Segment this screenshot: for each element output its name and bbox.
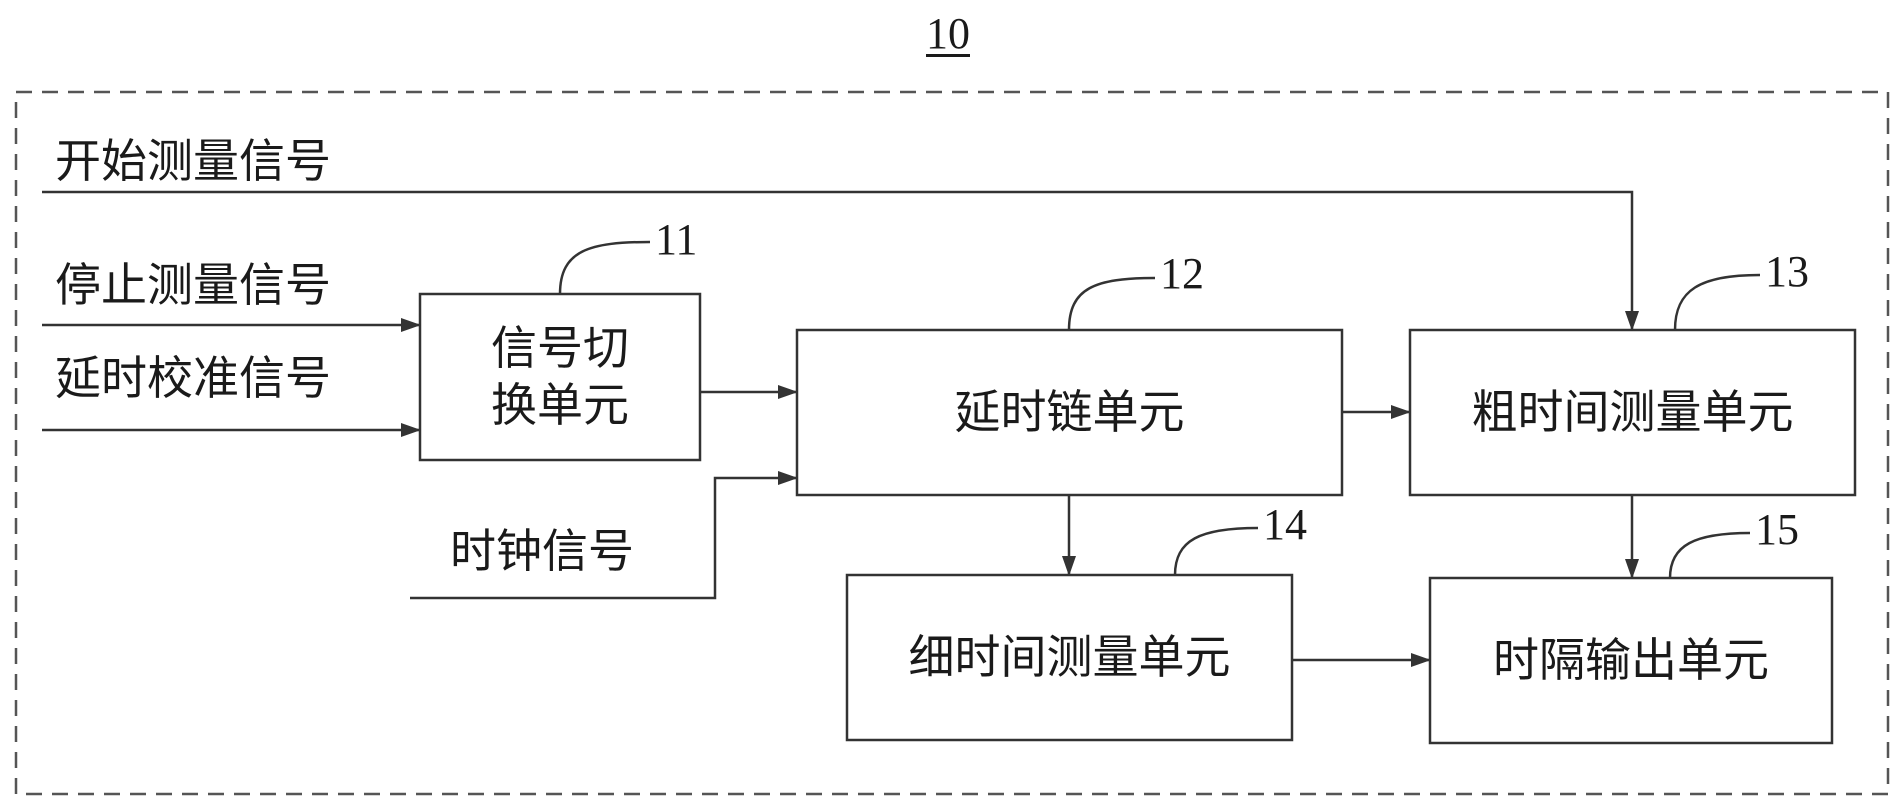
figure-number: 10 (926, 9, 970, 58)
clock-signal-label: 时钟信号 (450, 524, 634, 578)
interval-output-label: 时隔输出单元 (1493, 632, 1769, 687)
delay-chain-label-box: 延时链单元 (797, 330, 1342, 495)
interval-output-label-box: 时隔输出单元 (1430, 578, 1832, 743)
ref-leader-13 (1673, 273, 1761, 331)
ref-leader-11 (558, 240, 651, 295)
start-signal-line (42, 190, 1639, 331)
system-boundary (14, 90, 1890, 796)
coarse-time-label: 粗时间测量单元 (1471, 384, 1794, 439)
signal-switch-label: 信号切换单元 (491, 320, 629, 433)
fine-time-block (845, 573, 1294, 742)
ref-leader-15 (1668, 531, 1751, 579)
delay-chain-label: 延时链单元 (954, 384, 1185, 439)
signal-switch-label-box: 信号切换单元 (420, 294, 700, 460)
ref-number-15: 15 (1755, 505, 1799, 554)
ref-number-11: 11 (655, 215, 698, 264)
clock-signal-line (410, 471, 798, 600)
ref-leader-14 (1173, 526, 1259, 576)
ref-number-13: 13 (1765, 247, 1809, 296)
fine-time-label: 细时间测量单元 (908, 629, 1231, 684)
ref-number-14: 14 (1263, 500, 1307, 549)
stop-signal-label: 停止测量信号 (55, 258, 331, 312)
ref-number-12: 12 (1160, 249, 1204, 298)
delay-chain-block (795, 328, 1344, 497)
start-signal-label: 开始测量信号 (55, 134, 331, 188)
ref-leader-12 (1067, 276, 1156, 331)
coarse-time-label-box: 粗时间测量单元 (1410, 330, 1855, 495)
delay-calibration-label: 延时校准信号 (55, 351, 331, 405)
fine-time-label-box: 细时间测量单元 (847, 575, 1292, 740)
